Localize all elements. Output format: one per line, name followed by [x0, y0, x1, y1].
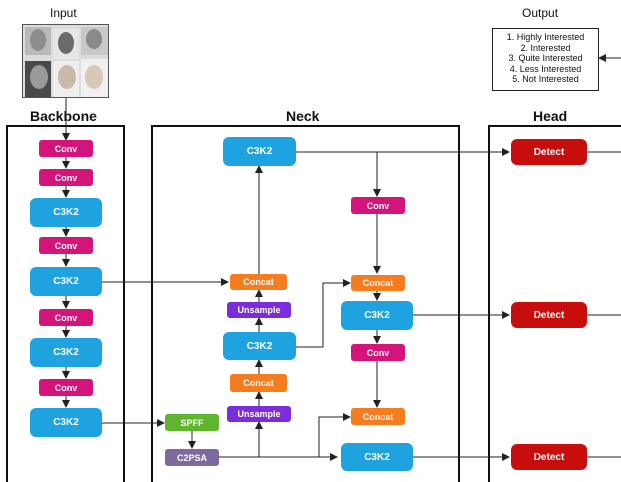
conv-block: Conv: [39, 169, 93, 186]
conv-block: Conv: [39, 379, 93, 396]
neck-section: [151, 125, 460, 482]
c3k2-block: C3K2: [30, 198, 102, 227]
output-item: 4. Less Interested: [509, 63, 582, 74]
connectors: [62, 54, 621, 461]
c3k2-block: C3K2: [223, 332, 296, 360]
concat-block: Concat: [351, 275, 405, 291]
c3k2-block: C3K2: [341, 443, 413, 471]
output-item: 3. Quite Interested: [508, 53, 583, 63]
concat-block: Concat: [230, 374, 287, 392]
conv-block: Conv: [39, 309, 93, 326]
c3k2-block: C3K2: [30, 408, 102, 437]
output-item: 1. Highly Interested: [506, 32, 585, 42]
input-title: Input: [50, 6, 77, 20]
backbone-title: Backbone: [30, 108, 97, 124]
edge-c2psa-concat4: [318, 413, 351, 457]
c3k2-block: C3K2: [30, 338, 102, 367]
detect-block: Detect: [511, 302, 587, 328]
conv-block: Conv: [351, 197, 405, 214]
output-class-list: 1. Highly Interested 2. Interested 3. Qu…: [492, 28, 599, 91]
unsample-block: Unsample: [227, 302, 291, 318]
conv-block: Conv: [39, 140, 93, 157]
concat-block: Concat: [230, 274, 287, 290]
c3k2-block: C3K2: [341, 301, 413, 330]
unsample-block: Unsample: [227, 406, 291, 422]
spff-block: SPFF: [165, 414, 219, 431]
detect-block: Detect: [511, 139, 587, 165]
head-section: [488, 125, 621, 482]
output-title: Output: [522, 6, 559, 20]
head-title: Head: [533, 108, 568, 124]
input-image: [22, 24, 109, 98]
concat-block: Concat: [351, 408, 405, 425]
detect-block: Detect: [511, 444, 587, 470]
output-item: 2. Interested: [520, 42, 571, 53]
edge-c3k2mid-concat3: [296, 279, 351, 348]
c3k2-block: C3K2: [30, 267, 102, 296]
conv-block: Conv: [351, 344, 405, 361]
c2psa-block: C2PSA: [165, 449, 219, 466]
c3k2-block: C3K2: [223, 137, 296, 166]
output-item: 5. Not Interested: [512, 74, 579, 84]
conv-block: Conv: [39, 237, 93, 254]
face-collage-picture: [23, 25, 108, 97]
neck-title: Neck: [286, 108, 320, 124]
